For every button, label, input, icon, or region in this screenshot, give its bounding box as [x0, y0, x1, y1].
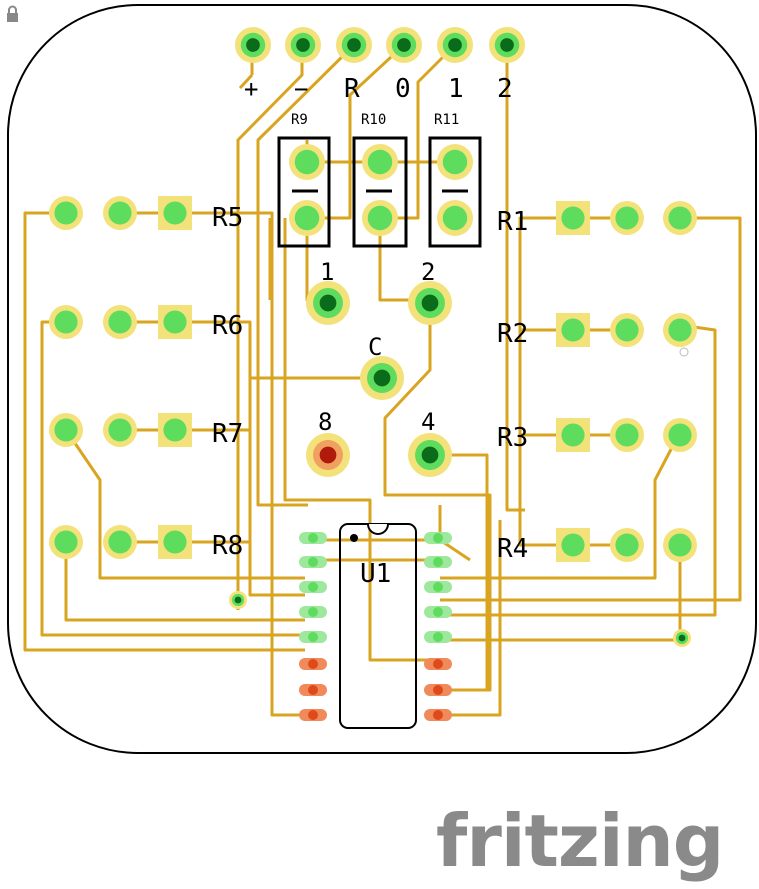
label-r2: R2	[497, 319, 528, 349]
pad-label-1: 1	[320, 258, 334, 286]
ic-pin-right	[424, 556, 452, 568]
header-label-minus: −	[294, 75, 308, 103]
left-row-pad-outer	[49, 305, 83, 339]
ic-pin-left	[299, 581, 327, 593]
left-row-square-pad	[158, 525, 192, 559]
pad-1	[306, 281, 350, 325]
ic-pin-right	[424, 631, 452, 643]
pad-2	[408, 281, 452, 325]
right-row-pad-inner	[610, 201, 644, 235]
label-r8: R8	[212, 531, 243, 561]
left-row-pad-outer	[49, 525, 83, 559]
ic-pin-left	[299, 709, 327, 721]
hole-marker	[679, 347, 689, 357]
label-r4: R4	[497, 534, 528, 564]
pad-label-2: 2	[421, 258, 435, 286]
left-row-pad-inner	[103, 305, 137, 339]
label-r1: R1	[497, 207, 528, 237]
ic-pin-left	[299, 658, 327, 670]
header-label-2: 2	[497, 74, 513, 104]
label-r11: R11	[434, 112, 459, 128]
chip-label-u1: U1	[360, 559, 391, 589]
left-row-square-pad	[158, 413, 192, 447]
label-r3: R3	[497, 423, 528, 453]
pad-8	[306, 433, 350, 477]
ic-pin-left	[299, 606, 327, 618]
pad-label-c: C	[368, 333, 382, 361]
header-pin-5	[437, 27, 473, 63]
via-left	[229, 591, 247, 609]
pads-group	[49, 27, 697, 721]
ic-pin-right	[424, 684, 452, 696]
header-pin-1	[235, 27, 271, 63]
small-resistor-pad	[362, 200, 398, 236]
ic-pin-left	[299, 532, 327, 544]
right-row-pad-outer	[663, 528, 697, 562]
left-row-pad-inner	[103, 196, 137, 230]
left-row-pad-inner	[103, 525, 137, 559]
small-resistor-pad	[362, 144, 398, 180]
pad-c	[360, 356, 404, 400]
right-row-pad-inner	[610, 313, 644, 347]
header-label-plus: +	[244, 75, 258, 103]
label-r5: R5	[212, 203, 243, 233]
pad-label-8: 8	[318, 408, 332, 436]
right-row-square-pad	[556, 528, 590, 562]
right-row-pad-outer	[663, 418, 697, 452]
fritzing-logo: fritzing	[436, 799, 723, 883]
label-r7: R7	[212, 419, 243, 449]
small-resistor-pad	[289, 200, 325, 236]
header-label-0: 0	[395, 74, 411, 104]
header-pin-2	[285, 27, 321, 63]
small-resistor-pad	[437, 200, 473, 236]
ic-pin-left	[299, 631, 327, 643]
label-r6: R6	[212, 311, 243, 341]
lock-icon	[7, 5, 18, 22]
right-row-square-pad	[556, 418, 590, 452]
ic-pin-right	[424, 606, 452, 618]
pad-label-4: 4	[421, 408, 435, 436]
right-row-pad-inner	[610, 418, 644, 452]
ic-pin-right	[424, 532, 452, 544]
ic-pin-left	[299, 684, 327, 696]
left-row-pad-outer	[49, 413, 83, 447]
left-row-square-pad	[158, 305, 192, 339]
right-row-square-pad	[556, 313, 590, 347]
small-resistor-pad	[437, 144, 473, 180]
left-row-pad-outer	[49, 196, 83, 230]
ic-pin-right	[424, 581, 452, 593]
left-row-pad-inner	[103, 413, 137, 447]
label-r9: R9	[291, 112, 308, 128]
ic-pin-right	[424, 709, 452, 721]
right-row-pad-outer	[663, 313, 697, 347]
ic-u1-outline	[339, 523, 417, 729]
ic-pin-left	[299, 556, 327, 568]
small-resistor-outlines	[277, 136, 482, 248]
right-row-pad-inner	[610, 528, 644, 562]
header-pin-3	[336, 27, 372, 63]
ic-pin-right	[424, 658, 452, 670]
via-right	[673, 629, 691, 647]
right-row-pad-outer	[663, 201, 697, 235]
small-resistor-pad	[289, 144, 325, 180]
header-label-1: 1	[448, 74, 464, 104]
silkscreen-labels: + − R 0 1 2 R9 R10 R11 R5 R6 R7 R8 R1 R2…	[212, 74, 528, 589]
label-r10: R10	[361, 112, 386, 128]
pad-4	[408, 433, 452, 477]
right-row-square-pad	[556, 201, 590, 235]
left-row-square-pad	[158, 196, 192, 230]
header-label-r: R	[344, 74, 360, 104]
header-pin-4	[386, 27, 422, 63]
header-pin-6	[489, 27, 525, 63]
